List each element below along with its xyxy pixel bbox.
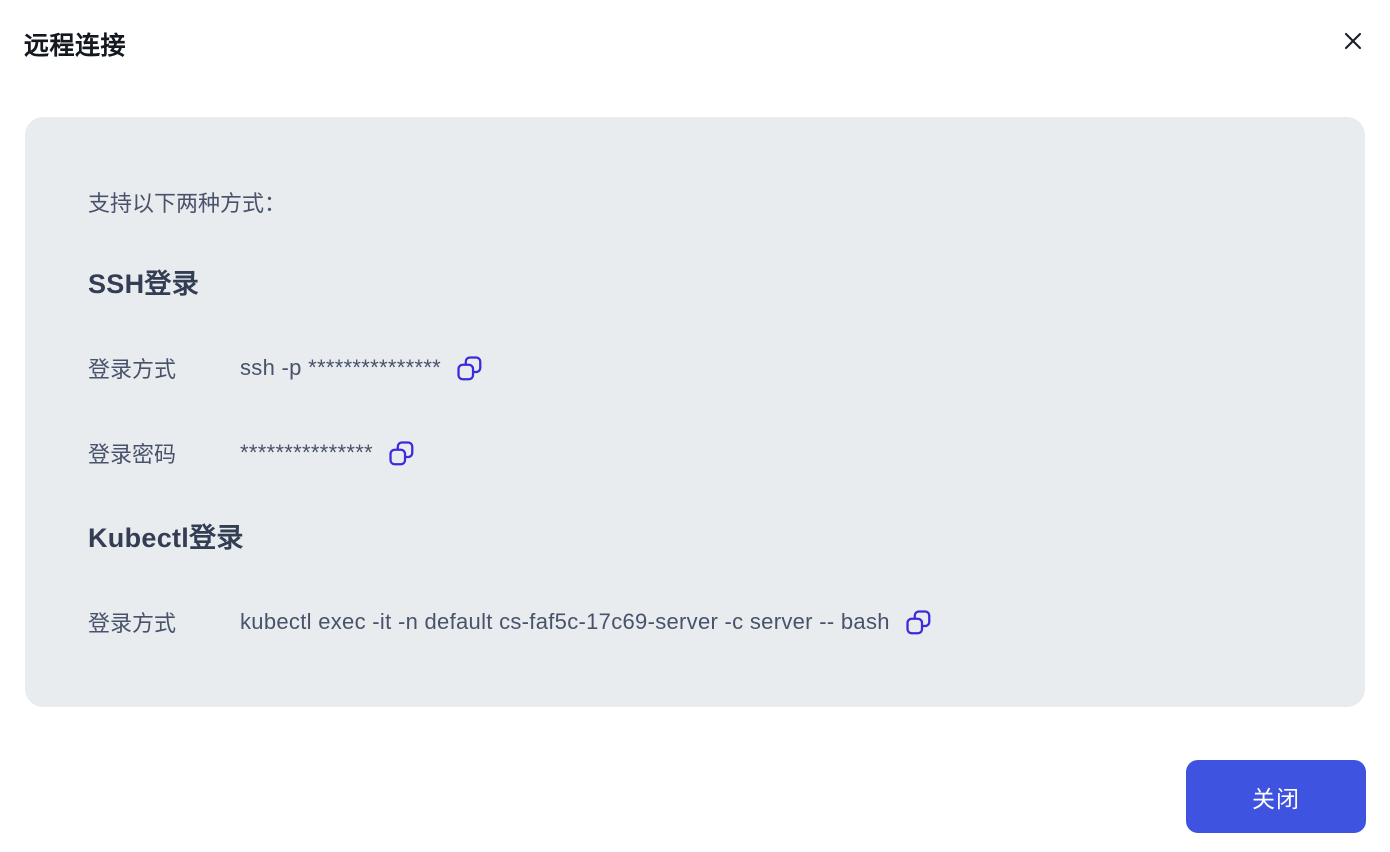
- connection-info-panel: 支持以下两种方式： SSH登录 登录方式 ssh -p ************…: [25, 117, 1365, 707]
- close-dialog-button[interactable]: 关闭: [1186, 760, 1366, 833]
- ssh-login-method-label: 登录方式: [88, 357, 177, 382]
- section-heading-kubectl: Kubectl登录: [88, 523, 244, 553]
- copy-ssh-command-button[interactable]: [455, 354, 484, 383]
- close-icon: [1340, 28, 1366, 54]
- close-button[interactable]: [1338, 26, 1368, 56]
- ssh-password-label: 登录密码: [88, 442, 177, 467]
- copy-icon: [455, 354, 484, 383]
- copy-icon: [904, 608, 933, 637]
- copy-password-button[interactable]: [387, 439, 416, 468]
- dialog-title: 远程连接: [24, 32, 127, 60]
- ssh-login-method-row: 登录方式 ssh -p ***************: [88, 352, 1325, 384]
- kubectl-login-method-value: kubectl exec -it -n default cs-faf5c-17c…: [240, 609, 890, 634]
- ssh-password-value: ***************: [240, 440, 373, 465]
- section-heading-ssh: SSH登录: [88, 269, 200, 299]
- copy-kubectl-command-button[interactable]: [904, 608, 933, 637]
- kubectl-login-method-row: 登录方式 kubectl exec -it -n default cs-faf5…: [88, 606, 1325, 638]
- ssh-password-row: 登录密码 ***************: [88, 437, 1325, 469]
- kubectl-login-method-label: 登录方式: [88, 611, 177, 636]
- intro-text: 支持以下两种方式：: [88, 191, 287, 216]
- copy-icon: [387, 439, 416, 468]
- ssh-login-method-value: ssh -p ***************: [240, 355, 442, 380]
